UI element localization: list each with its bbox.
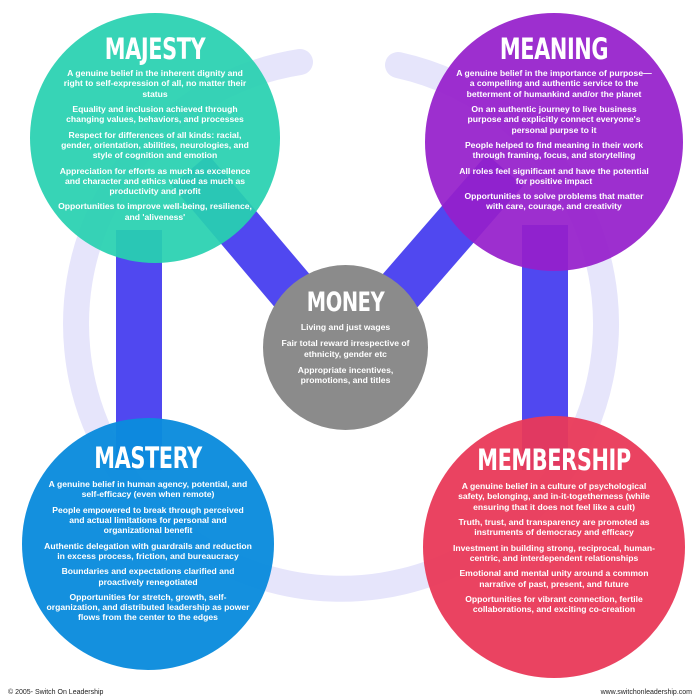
website-link[interactable]: www.switchonleadership.com — [600, 689, 692, 696]
majesty-circle: MAJESTY A genuine belief in the inherent… — [30, 13, 280, 263]
membership-item: Investment in building strong, reciproca… — [453, 542, 655, 563]
mastery-circle: MASTERY A genuine belief in human agency… — [22, 418, 274, 670]
membership-item: Opportunities for vibrant connection, fe… — [465, 593, 643, 615]
mastery-item: Authentic delegation with guardrails and… — [44, 540, 252, 561]
membership-item: Truth, trust, and transparency are promo… — [458, 516, 650, 538]
money-circle: MONEY Living and just wages Fair total r… — [263, 265, 428, 430]
mastery-item: Opportunities for stretch, growth, self-… — [46, 591, 250, 623]
meaning-item: Opportunities to solve problems that mat… — [464, 191, 644, 212]
majesty-item: Equality and inclusion achieved through … — [66, 103, 244, 125]
copyright-text: © 2005- Switch On Leadership — [8, 689, 104, 696]
meaning-title: MEANING — [499, 32, 609, 66]
meaning-circle: MEANING A genuine belief in the importan… — [425, 13, 683, 271]
majesty-item: Appreciation for efforts as much as exce… — [59, 165, 251, 197]
membership-item: Emotional and mental unity around a comm… — [459, 568, 649, 589]
mastery-item: People empowered to break through percei… — [52, 504, 244, 536]
mastery-title: MASTERY — [94, 441, 202, 475]
meaning-item: On an authentic journey to live business… — [467, 103, 641, 135]
meaning-item: A genuine belief in the importance of pu… — [456, 68, 652, 99]
majesty-item: A genuine belief in the inherent dignity… — [63, 68, 247, 99]
mastery-item: Boundaries and expectations clarified an… — [61, 566, 235, 587]
money-item: Living and just wages — [300, 322, 391, 332]
money-item: Fair total reward irrespective of ethnic… — [281, 338, 410, 359]
membership-item: A genuine belief in a culture of psychol… — [458, 481, 650, 512]
majesty-title: MAJESTY — [104, 32, 206, 66]
meaning-item: All roles feel significant and have the … — [459, 165, 649, 186]
meaning-item: People helped to find meaning in their w… — [464, 139, 644, 161]
money-item: Appropriate incentives, promotions, and … — [297, 364, 394, 386]
majesty-item: Opportunities to improve well-being, res… — [58, 201, 252, 222]
membership-title: MEMBERSHIP — [477, 443, 631, 477]
majesty-item: Respect for differences of all kinds: ra… — [61, 129, 249, 161]
mastery-item: A genuine belief in human agency, potent… — [48, 479, 248, 500]
membership-circle: MEMBERSHIP A genuine belief in a culture… — [423, 416, 685, 678]
money-title: MONEY — [306, 287, 385, 318]
